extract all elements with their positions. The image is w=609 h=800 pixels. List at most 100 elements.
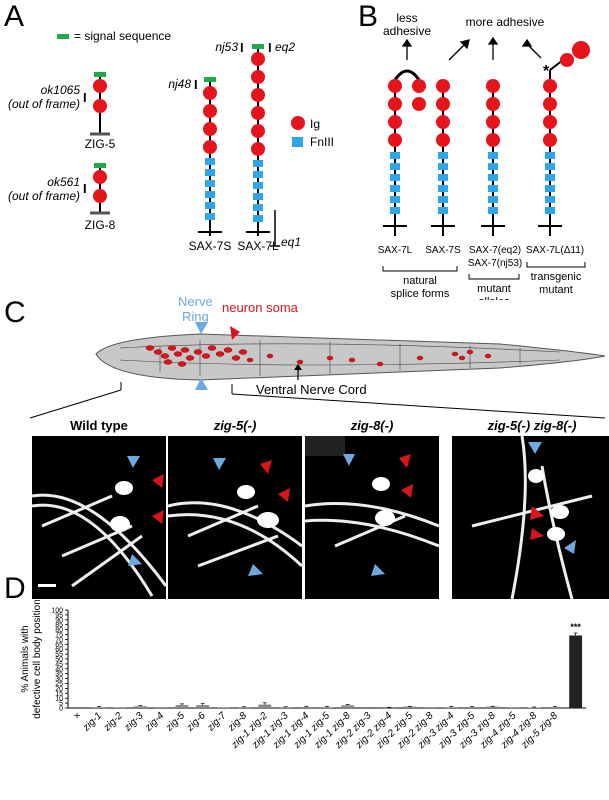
b-group3-line1: transgenic (531, 271, 582, 283)
y-axis-label: % Animals with (20, 625, 31, 692)
y-tick-label: 95 (55, 612, 63, 619)
zig5-diagram: I (83, 72, 110, 136)
y-tick-label: 30 (55, 676, 63, 683)
svg-text:I: I (83, 181, 87, 196)
b-group3-line2: mutant (539, 284, 573, 296)
micrograph-double (452, 436, 609, 599)
bar (341, 705, 355, 708)
bar (320, 707, 334, 708)
svg-text:I: I (194, 77, 198, 92)
y-tick-label: 15 (55, 691, 63, 698)
y-tick-label: 25 (55, 681, 63, 688)
b-group1-line2: splice forms (391, 288, 450, 300)
x-tick-label: zig-4 (143, 710, 167, 734)
bar-chart: 0510152025303540455055606570758085909510… (20, 600, 586, 751)
sax7s-diagram: I (194, 77, 222, 236)
neuron-somas (145, 345, 492, 367)
sax7l-allele3: eq1 (281, 235, 300, 249)
sax7l-allele: nj53 (215, 40, 238, 54)
bar (92, 707, 106, 708)
y-tick-label: 65 (55, 642, 63, 649)
fn-legend-label: FnIII (310, 135, 334, 149)
micrograph-wildtype (32, 436, 166, 599)
significance-label: *** (570, 622, 581, 632)
bar (134, 706, 147, 708)
b-group2-line1: mutant (477, 283, 511, 295)
b-group1-line1: natural (403, 275, 437, 287)
sax7l-name: SAX-7L (237, 239, 279, 253)
x-tick-label: zig-2 (101, 710, 125, 734)
zig8-diagram: I (83, 163, 110, 215)
zig8-name: ZIG-8 (85, 218, 116, 232)
ig-legend-label: Ig (310, 117, 320, 131)
b-sax7l-structure (383, 69, 426, 236)
sax7s-name: SAX-7S (189, 239, 232, 253)
x-tick-label: zig-7 (205, 710, 229, 734)
y-tick-label: 60 (55, 647, 63, 654)
signal-legend-label: = signal sequence (74, 29, 171, 43)
b-col4-label: SAX-7L(Δ11) (526, 245, 584, 256)
b-mutant-structure (481, 79, 505, 236)
neuron-soma-label: neuron soma (222, 300, 298, 315)
bar (569, 635, 583, 708)
more-adhesive-label: more adhesive (466, 15, 545, 29)
bar (548, 707, 562, 708)
bar (403, 706, 417, 708)
micrograph-zig8 (305, 436, 439, 599)
svg-text:I: I (268, 40, 272, 55)
y-tick-label: 20 (55, 686, 63, 693)
y-axis-label: defective cell body position (32, 600, 43, 719)
y-tick-label: 70 (55, 637, 63, 644)
y-tick-label: 10 (55, 696, 63, 703)
micrograph-zig5 (168, 436, 302, 599)
b-transgenic-structure (538, 41, 590, 236)
worm-body (95, 333, 606, 381)
nerve-ring-arrow-top (195, 322, 208, 334)
ig-legend-swatch (291, 116, 305, 130)
b-group-brackets (382, 262, 586, 280)
b-asterisk: * (543, 63, 550, 80)
ventral-cord-label: Ventral Nerve Cord (256, 382, 367, 397)
y-tick-label: 35 (55, 671, 63, 678)
b-col1-label: SAX-7L (378, 245, 413, 256)
zig8-note: (out of frame) (8, 189, 80, 203)
panel-label-d: D (4, 572, 26, 605)
y-tick-label: 45 (55, 661, 63, 668)
b-group2-line2: alleles (478, 296, 510, 300)
bar (196, 705, 210, 708)
zig5-name: ZIG-5 (85, 137, 116, 151)
y-tick-label: 100 (51, 608, 63, 615)
x-tick-label: zig-6 (184, 710, 208, 734)
bar (465, 707, 479, 708)
bar (279, 707, 292, 708)
b-col3a-label: SAX-7(eq2) (469, 245, 521, 256)
zig5-note: (out of frame) (8, 97, 80, 111)
panel-label-a: A (4, 0, 25, 33)
y-tick-label: 90 (55, 617, 63, 624)
nerve-ring-arrow-bottom (195, 378, 208, 390)
micro-title-wildtype: Wild type (70, 418, 128, 433)
x-tick-label: zig-1 (80, 710, 104, 734)
ig-fn-legend: Ig FnIII (291, 116, 334, 149)
panel-b-diagram: less adhesive more adhesive (378, 11, 590, 300)
x-tick-label: zig-3 (122, 710, 146, 734)
b-col3b-label: SAX-7(nj53) (468, 258, 522, 269)
bar (258, 704, 272, 708)
svg-text:I: I (240, 40, 244, 55)
worm-diagram (29, 322, 606, 419)
zig5-allele: ok1065 (41, 83, 81, 97)
panel-label-c: C (4, 296, 26, 329)
bar (175, 705, 189, 708)
less-adhesive-line2: adhesive (383, 24, 431, 38)
bar (444, 707, 458, 708)
adhesion-arrows (401, 36, 542, 61)
panel-label-b: B (358, 0, 379, 33)
y-tick-label: 55 (55, 652, 63, 659)
svg-text:I: I (83, 90, 87, 105)
less-adhesive-line1: less (396, 11, 417, 25)
panel-a-diagram: = signal sequence I ok1065 (out of frame… (8, 29, 300, 253)
y-tick-label: 5 (59, 701, 63, 708)
bar (299, 707, 313, 708)
b-sax7s-structure (431, 79, 455, 236)
